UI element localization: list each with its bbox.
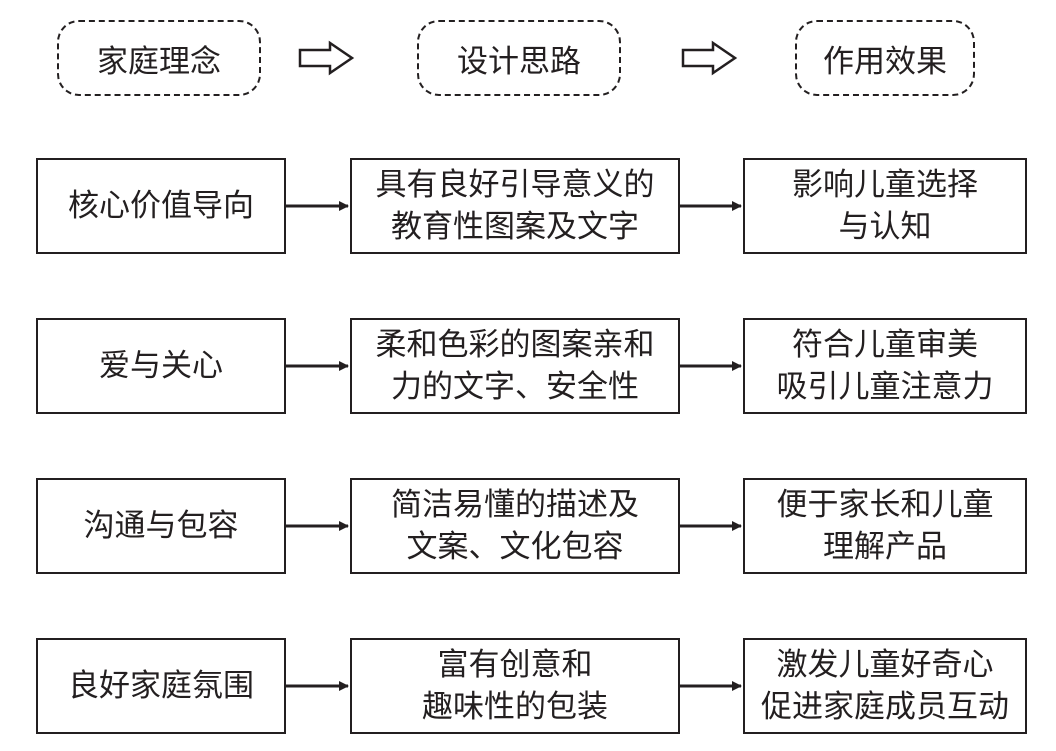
effect-line: 符合儿童审美 (792, 327, 978, 363)
design-line: 具有良好引导意义的 (375, 167, 655, 203)
effect-line: 理解产品 (823, 529, 947, 565)
effect-line: 促进家庭成员互动 (761, 689, 1009, 725)
hollow-arrow-icon (681, 40, 738, 76)
effect-box: 影响儿童选择 与认知 (743, 158, 1027, 254)
header-design-idea: 设计思路 (417, 20, 621, 96)
effect-box: 便于家长和儿童 理解产品 (743, 478, 1027, 574)
design-box: 简洁易懂的描述及 文案、文化包容 (350, 478, 680, 574)
concept-label: 爱与关心 (99, 348, 223, 384)
concept-label: 良好家庭氛围 (68, 668, 254, 704)
design-box: 具有良好引导意义的 教育性图案及文字 (350, 158, 680, 254)
design-line: 文案、文化包容 (406, 529, 624, 565)
design-line: 力的文字、安全性 (391, 369, 639, 405)
concept-label: 核心价值导向 (68, 188, 254, 224)
concept-label: 沟通与包容 (83, 508, 239, 544)
design-line: 柔和色彩的图案亲和 (375, 327, 655, 363)
design-line: 富有创意和 (437, 647, 593, 683)
effect-line: 激发儿童好奇心 (776, 647, 994, 683)
effect-line: 影响儿童选择 (792, 167, 978, 203)
effect-box: 符合儿童审美 吸引儿童注意力 (743, 318, 1027, 414)
concept-box: 爱与关心 (36, 318, 286, 414)
design-line: 教育性图案及文字 (391, 209, 639, 245)
effect-box: 激发儿童好奇心 促进家庭成员互动 (743, 638, 1027, 734)
design-line: 趣味性的包装 (422, 689, 608, 725)
hollow-arrow-icon (298, 40, 355, 76)
design-box: 柔和色彩的图案亲和 力的文字、安全性 (350, 318, 680, 414)
header-family-concept: 家庭理念 (57, 20, 261, 96)
effect-line: 与认知 (838, 209, 932, 245)
concept-box: 良好家庭氛围 (36, 638, 286, 734)
header-label: 作用效果 (823, 43, 947, 80)
concept-box: 沟通与包容 (36, 478, 286, 574)
concept-box: 核心价值导向 (36, 158, 286, 254)
header-label: 设计思路 (457, 43, 581, 80)
design-line: 简洁易懂的描述及 (391, 487, 639, 523)
effect-line: 吸引儿童注意力 (776, 369, 994, 405)
effect-line: 便于家长和儿童 (776, 487, 994, 523)
header-effect: 作用效果 (795, 20, 975, 96)
header-label: 家庭理念 (97, 43, 221, 80)
design-box: 富有创意和 趣味性的包装 (350, 638, 680, 734)
